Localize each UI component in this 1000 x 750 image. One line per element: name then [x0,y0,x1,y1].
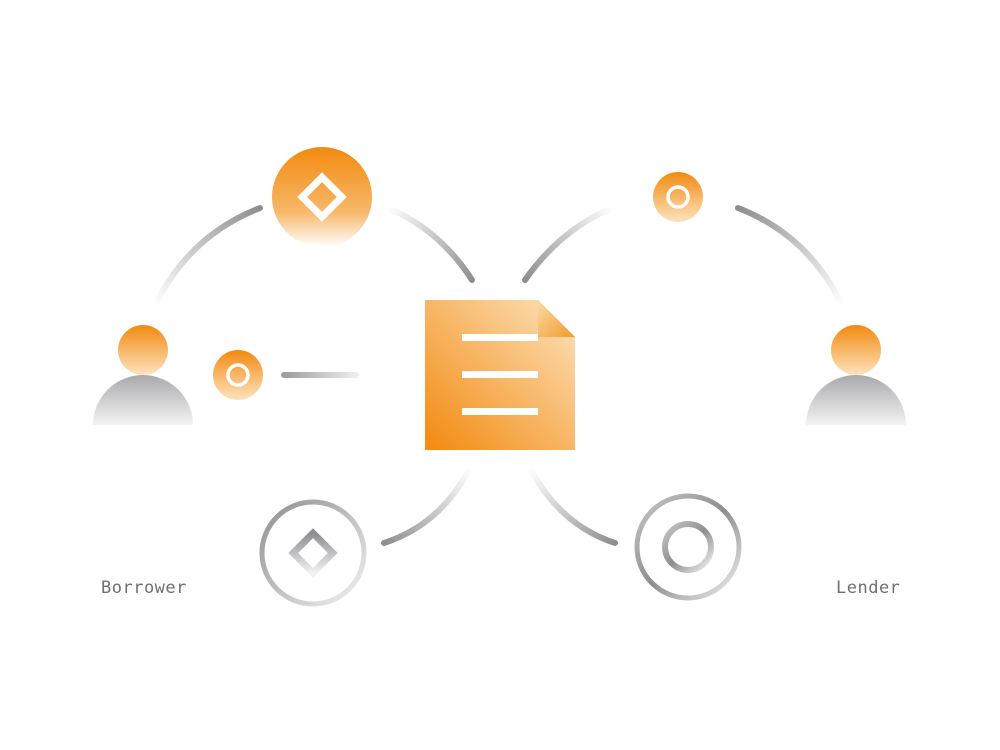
document-line-1 [462,334,538,341]
diamond-token-gray [259,499,367,607]
borrower-head [118,325,168,375]
arc-document-to-gray-coin [527,465,618,546]
borrower-person-icon [93,325,193,425]
ring-icon [226,363,250,387]
lender-head [831,325,881,375]
lender-body [806,375,906,425]
diamond-token-orange [272,147,372,247]
diamond-icon [297,172,347,222]
ring-icon [666,185,690,209]
document-line-2 [462,371,538,378]
coin-token-orange-small [213,350,263,400]
borrower-body [93,375,193,425]
diamond-icon [288,528,338,578]
coin-token-orange [653,172,703,222]
document-line-3 [462,408,538,415]
coin-token-gray [634,493,742,601]
arc-document-to-gray-diamond [381,465,473,546]
document-fold [538,300,575,337]
arc-document-to-coin [522,205,615,283]
connection-arcs [152,205,845,546]
borrower-label: Borrower [101,578,187,598]
ring-icon [662,521,714,573]
arc-diamond-to-document [385,205,475,283]
arc-coin-to-lender [735,205,845,308]
lender-label: Lender [836,578,901,598]
lender-person-icon [806,325,906,425]
arc-borrower-to-diamond [152,205,263,308]
document-icon [425,300,575,450]
